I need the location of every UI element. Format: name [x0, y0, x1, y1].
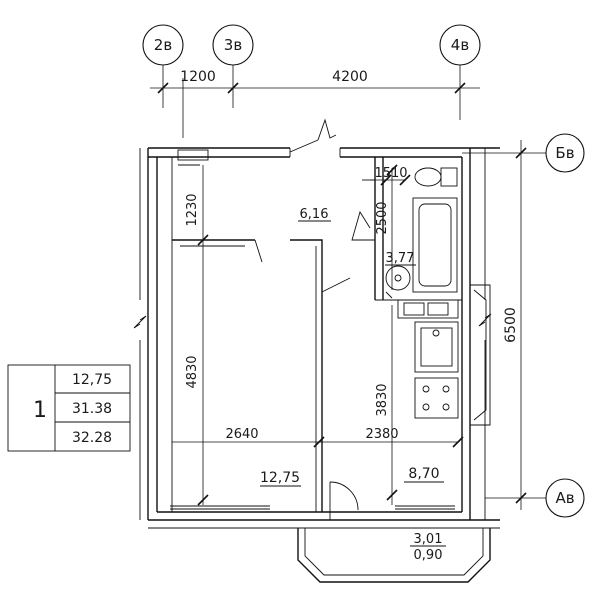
- axis-label-bv: Бв: [555, 144, 574, 162]
- stove: [414, 377, 459, 419]
- kitchen-sink: [397, 299, 459, 319]
- axis-label-av: Ав: [555, 489, 574, 507]
- legend-living-area: 12,75: [72, 372, 112, 388]
- window-bottom-right: [395, 505, 455, 510]
- outer-walls: [139, 147, 500, 529]
- dim-2380: 2380: [365, 427, 398, 442]
- balcony: [297, 528, 491, 583]
- top-dimension-chain: 1200 4200: [150, 69, 480, 94]
- svg-text:12,75: 12,75: [260, 470, 300, 486]
- washbasin: [385, 265, 411, 299]
- area-hall: 6,16: [298, 207, 331, 222]
- dim-1200: 1200: [180, 69, 216, 85]
- break-mark-right: [478, 313, 492, 327]
- right-dimension: 6500: [503, 140, 527, 510]
- axis-label-2v: 2в: [154, 36, 172, 54]
- axis-label-4v: 4в: [451, 36, 469, 54]
- dim-4200: 4200: [332, 69, 368, 85]
- legend-total-area: 31.38: [72, 401, 112, 417]
- area-kitchen: 8,70: [404, 466, 444, 483]
- area-room: 12,75: [260, 470, 301, 487]
- svg-text:3,77: 3,77: [386, 251, 415, 266]
- balcony-total: 3,01: [414, 532, 443, 547]
- axis-bubble-4v: 4в: [439, 24, 481, 66]
- break-mark-left: [133, 315, 147, 329]
- column-detail: [177, 149, 209, 161]
- balcony-reduced: 0,90: [414, 548, 443, 563]
- toilet: [414, 167, 458, 187]
- legend-total-with-balcony: 32.28: [72, 430, 112, 446]
- balcony-door: [329, 481, 359, 520]
- kitchen-counter: [414, 321, 459, 373]
- svg-text:6,16: 6,16: [300, 207, 329, 222]
- interior-walls: [172, 157, 462, 512]
- entrance-door: [289, 118, 341, 157]
- axis-bubble-3v: 3в: [212, 24, 254, 66]
- dim-6500: 6500: [503, 307, 519, 343]
- area-balcony: 3,01 0,90: [410, 532, 446, 563]
- axis-bubble-av: Ав: [545, 478, 585, 518]
- area-bath: 3,77: [385, 251, 416, 266]
- legend-number: 1: [33, 398, 47, 423]
- ventilation-shaft: [470, 284, 491, 426]
- dim-1230: 1230: [185, 193, 200, 226]
- dim-2640: 2640: [225, 427, 258, 442]
- dim-2500: 2500: [375, 201, 390, 234]
- axis-bubble-bv: Бв: [545, 133, 585, 173]
- axis-bubble-2v: 2в: [142, 24, 184, 66]
- bathtub: [412, 197, 458, 293]
- axis-label-3v: 3в: [224, 36, 242, 54]
- svg-text:8,70: 8,70: [408, 466, 439, 482]
- dim-4830: 4830: [185, 355, 200, 388]
- inner-dimensions: [172, 164, 464, 506]
- legend-table: 1 12,75 31.38 32.28: [7, 364, 131, 452]
- dim-3830: 3830: [375, 383, 390, 416]
- dim-1510: 1510: [374, 166, 407, 181]
- window-bottom-left: [170, 505, 270, 510]
